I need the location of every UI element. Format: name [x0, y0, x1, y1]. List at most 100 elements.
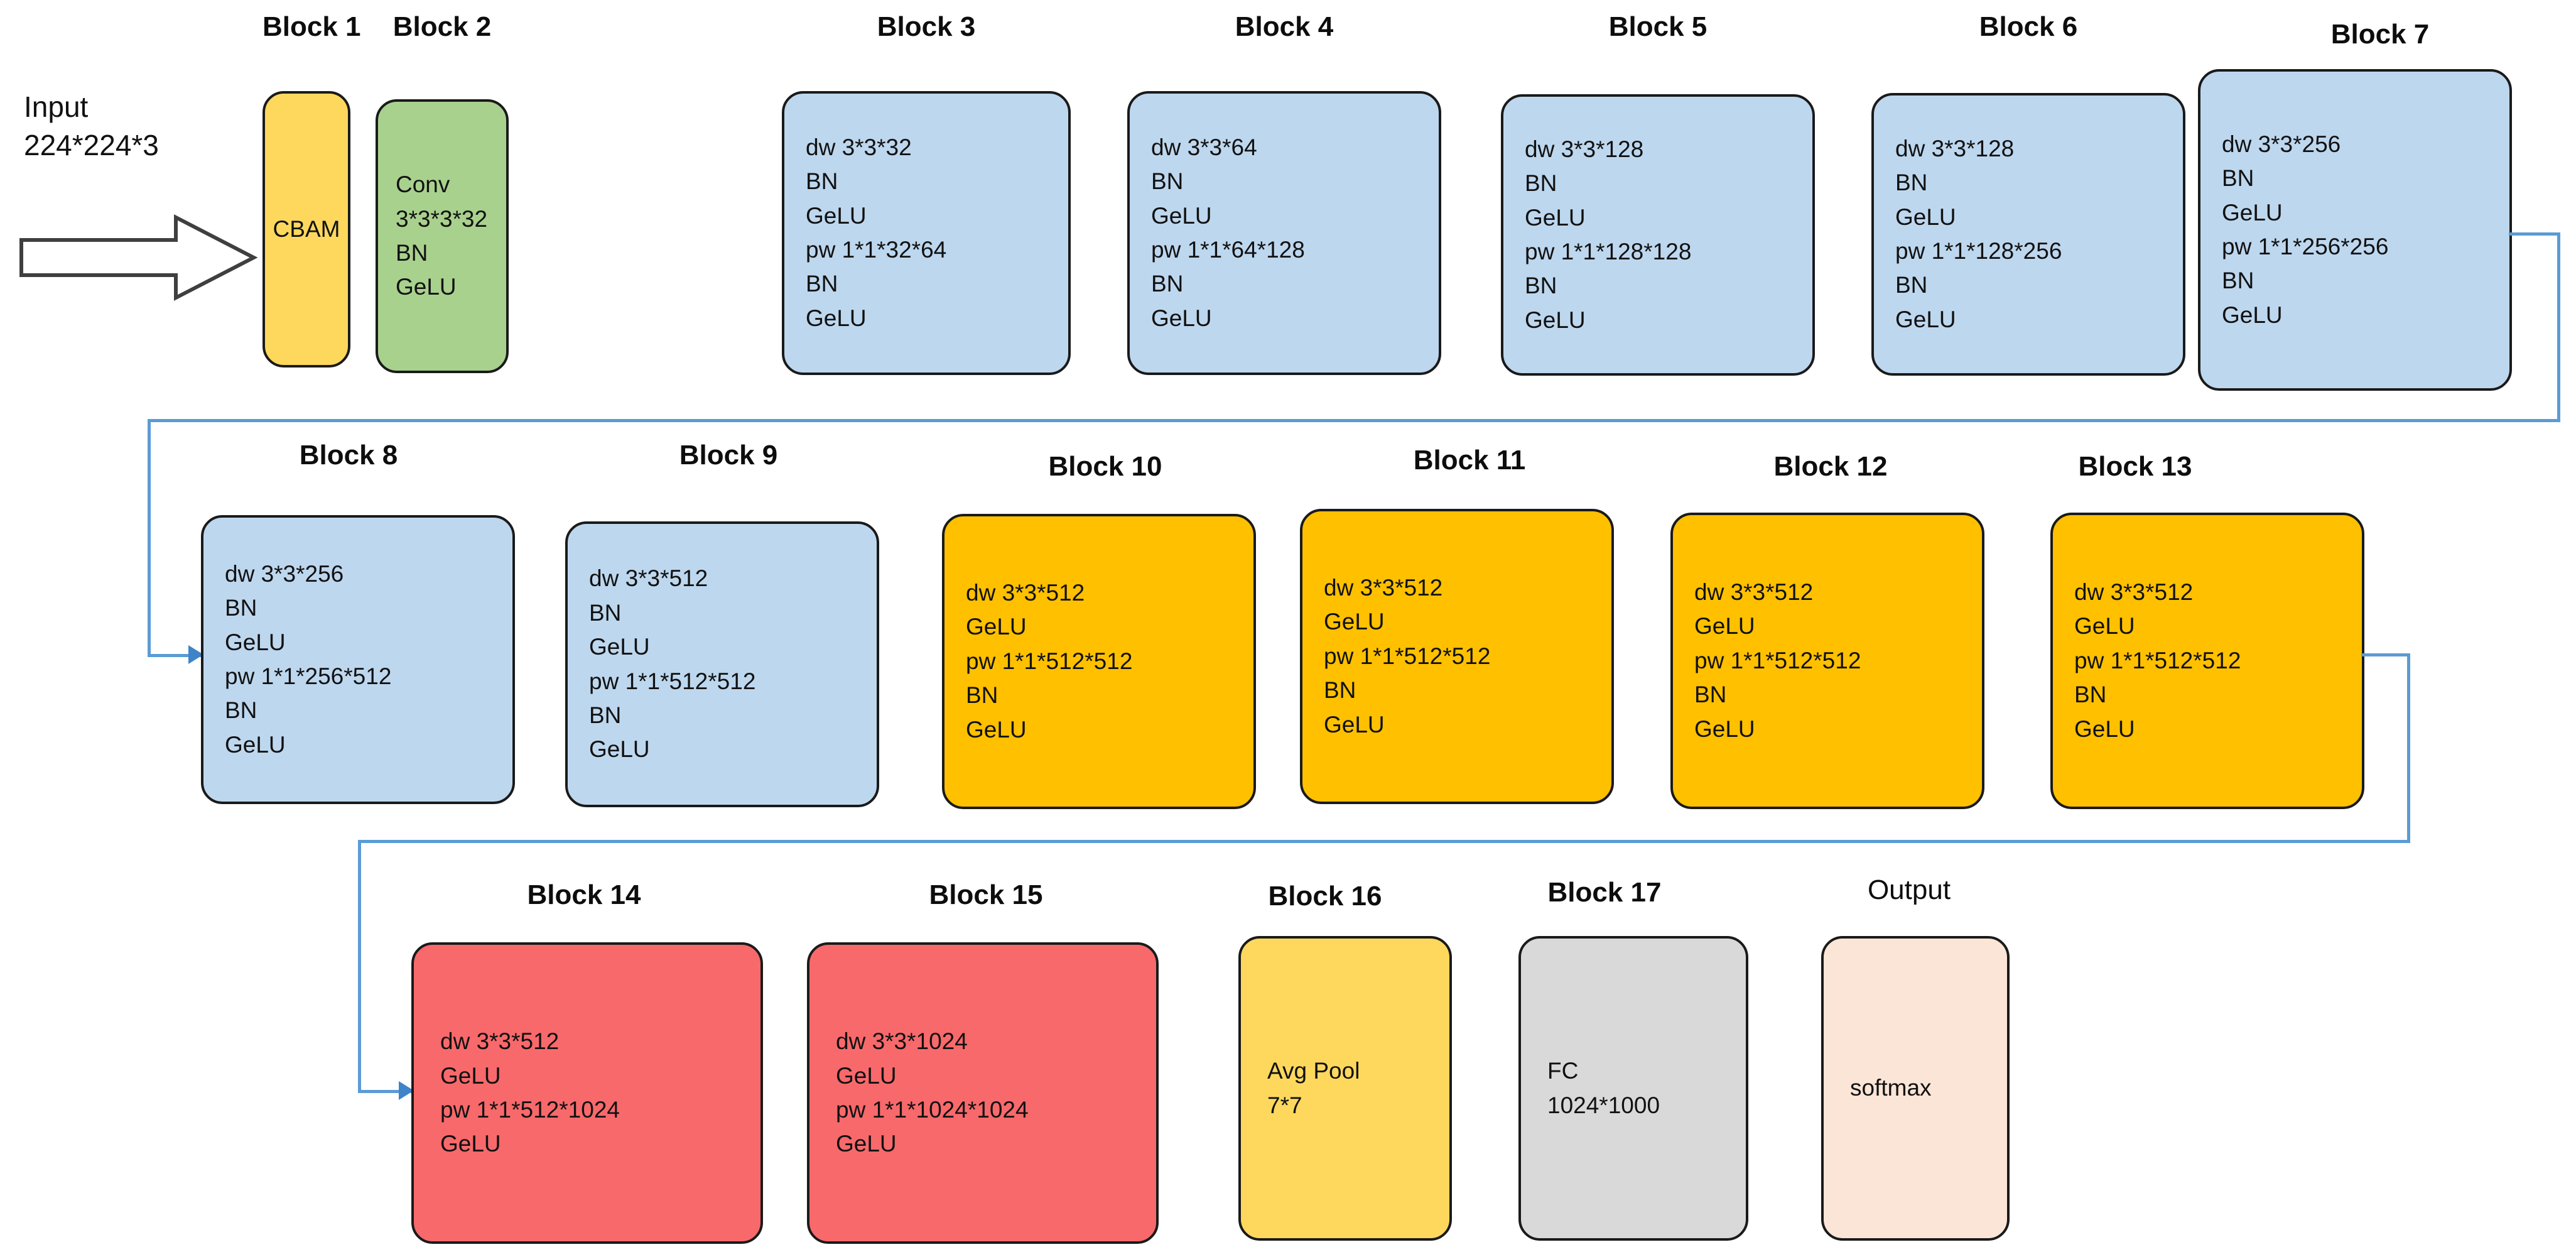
block-10-line-3: BN: [966, 682, 998, 709]
caption-block-9: Block 9: [679, 440, 778, 471]
caption-block-4: Block 4: [1235, 11, 1334, 42]
block-11[interactable]: dw 3*3*512 GeLU pw 1*1*512*512 BN GeLU: [1300, 509, 1614, 804]
block-14-line-3: GeLU: [440, 1131, 501, 1157]
block-12-line-4: GeLU: [1694, 716, 1755, 742]
block-7-line-4: BN: [2222, 268, 2254, 294]
block-7-line-0: dw 3*3*256: [2222, 131, 2341, 157]
block-5-line-3: pw 1*1*128*128: [1525, 239, 1692, 264]
block-9[interactable]: dw 3*3*512 BN GeLU pw 1*1*512*512 BN GeL…: [565, 521, 879, 807]
block-12-line-0: dw 3*3*512: [1694, 579, 1814, 606]
block-8-line-4: BN: [225, 697, 257, 724]
block-10[interactable]: dw 3*3*512 GeLU pw 1*1*512*512 BN GeLU: [942, 514, 1256, 809]
block-6-line-3: pw 1*1*128*256: [1895, 238, 2062, 264]
block-13-line-0: dw 3*3*512: [2074, 579, 2194, 606]
block-9-line-1: BN: [589, 599, 622, 626]
block-4-line-2: GeLU: [1151, 202, 1212, 229]
caption-block-7: Block 7: [2330, 19, 2430, 50]
block-5[interactable]: dw 3*3*128 BN GeLU pw 1*1*128*128 BN GeL…: [1501, 94, 1815, 376]
block-14-line-2: pw 1*1*512*1024: [440, 1097, 620, 1123]
block-8[interactable]: dw 3*3*256 BN GeLU pw 1*1*256*512 BN GeL…: [201, 515, 515, 804]
block-2-line-1: 3*3*3*32: [396, 205, 488, 232]
block-1-line-0: CBAM: [273, 215, 340, 242]
caption-block-15: Block 15: [929, 879, 1043, 910]
connector-row1-to-row2-seg-into-block8: [148, 654, 201, 657]
block-2-line-3: GeLU: [396, 274, 457, 300]
block-1[interactable]: CBAM: [262, 91, 350, 367]
block-10-line-2: pw 1*1*512*512: [966, 648, 1133, 674]
block-10-line-4: GeLU: [966, 716, 1027, 743]
block-15-line-2: pw 1*1*1024*1024: [836, 1097, 1029, 1123]
block-16-line-1: 7*7: [1267, 1092, 1302, 1118]
block-4-line-0: dw 3*3*64: [1151, 134, 1257, 160]
block-7[interactable]: dw 3*3*256 BN GeLU pw 1*1*256*256 BN GeL…: [2198, 69, 2512, 391]
block-3-line-3: pw 1*1*32*64: [806, 237, 947, 263]
block-6[interactable]: dw 3*3*128 BN GeLU pw 1*1*128*256 BN GeL…: [1871, 93, 2185, 376]
block-6-line-2: GeLU: [1895, 204, 1956, 230]
block-11-line-4: GeLU: [1324, 711, 1385, 738]
block-14-line-0: dw 3*3*512: [440, 1028, 560, 1055]
block-2-line-2: BN: [396, 240, 428, 266]
block-8-line-2: GeLU: [225, 629, 286, 655]
block-6-line-5: GeLU: [1895, 306, 1956, 332]
block-13[interactable]: dw 3*3*512 GeLU pw 1*1*512*512 BN GeLU: [2050, 513, 2364, 809]
block-output-line-0: softmax: [1850, 1075, 1932, 1101]
block-3[interactable]: dw 3*3*32 BN GeLU pw 1*1*32*64 BN GeLU: [782, 91, 1071, 375]
block-17-line-1: 1024*1000: [1547, 1092, 1660, 1118]
caption-block-3: Block 3: [877, 11, 976, 42]
block-16-line-0: Avg Pool: [1267, 1058, 1360, 1084]
block-11-line-1: GeLU: [1324, 609, 1385, 635]
block-16[interactable]: Avg Pool 7*7: [1238, 936, 1452, 1241]
block-17-line-0: FC: [1547, 1058, 1579, 1084]
block-9-line-2: GeLU: [589, 634, 650, 660]
block-15[interactable]: dw 3*3*1024 GeLU pw 1*1*1024*1024 GeLU: [807, 942, 1159, 1244]
block-9-line-5: GeLU: [589, 736, 650, 763]
caption-block-2: Block 2: [392, 11, 492, 42]
block-17[interactable]: FC 1024*1000: [1518, 936, 1748, 1241]
caption-block-5: Block 5: [1608, 11, 1707, 42]
block-9-line-3: pw 1*1*512*512: [589, 668, 756, 694]
block-13-line-1: GeLU: [2074, 613, 2135, 640]
block-12-line-1: GeLU: [1694, 613, 1755, 640]
connector-row2-to-row3-seg-across: [358, 840, 2410, 843]
block-7-line-5: GeLU: [2222, 302, 2283, 328]
block-11-line-0: dw 3*3*512: [1324, 575, 1443, 601]
block-12[interactable]: dw 3*3*512 GeLU pw 1*1*512*512 BN GeLU: [1670, 513, 1984, 809]
block-11-line-3: BN: [1324, 677, 1356, 704]
block-14[interactable]: dw 3*3*512 GeLU pw 1*1*512*1024 GeLU: [411, 942, 763, 1244]
block-12-line-2: pw 1*1*512*512: [1694, 647, 1861, 673]
block-7-line-2: GeLU: [2222, 199, 2283, 226]
block-15-line-3: GeLU: [836, 1131, 897, 1157]
block-2-line-0: Conv: [396, 171, 450, 198]
block-7-line-1: BN: [2222, 165, 2254, 192]
connector-row1-to-row2-seg-right: [2509, 232, 2560, 236]
block-13-line-4: GeLU: [2074, 716, 2135, 742]
block-6-line-4: BN: [1895, 272, 1928, 298]
block-output[interactable]: softmax: [1821, 936, 2010, 1241]
block-6-line-1: BN: [1895, 170, 1928, 196]
caption-block-10: Block 10: [1048, 451, 1162, 482]
caption-block-11: Block 11: [1413, 445, 1526, 476]
connector-row2-to-row3-seg-down: [2407, 653, 2410, 842]
connector-row2-to-row3-seg-left-down: [358, 840, 361, 1091]
block-13-line-2: pw 1*1*512*512: [2074, 647, 2241, 673]
block-8-line-1: BN: [225, 595, 257, 621]
block-5-line-2: GeLU: [1525, 204, 1586, 231]
connector-row1-to-row2-seg-across: [148, 419, 2560, 422]
block-4[interactable]: dw 3*3*64 BN GeLU pw 1*1*64*128 BN GeLU: [1127, 91, 1441, 375]
block-4-line-3: pw 1*1*64*128: [1151, 237, 1305, 263]
block-8-line-0: dw 3*3*256: [225, 560, 344, 587]
block-5-line-5: GeLU: [1525, 307, 1586, 333]
caption-block-8: Block 8: [299, 440, 398, 471]
block-13-line-3: BN: [2074, 682, 2107, 708]
block-14-line-1: GeLU: [440, 1062, 501, 1089]
block-8-line-3: pw 1*1*256*512: [225, 663, 392, 689]
block-3-line-1: BN: [806, 168, 838, 195]
block-4-line-1: BN: [1151, 168, 1184, 195]
caption-block-1: Block 1: [262, 11, 361, 42]
block-3-line-2: GeLU: [806, 202, 867, 229]
block-2[interactable]: Conv 3*3*3*32 BN GeLU: [376, 99, 509, 373]
block-9-line-4: BN: [589, 702, 622, 728]
block-3-line-0: dw 3*3*32: [806, 134, 912, 160]
caption-block-12: Block 12: [1773, 451, 1888, 482]
block-3-line-5: GeLU: [806, 305, 867, 331]
